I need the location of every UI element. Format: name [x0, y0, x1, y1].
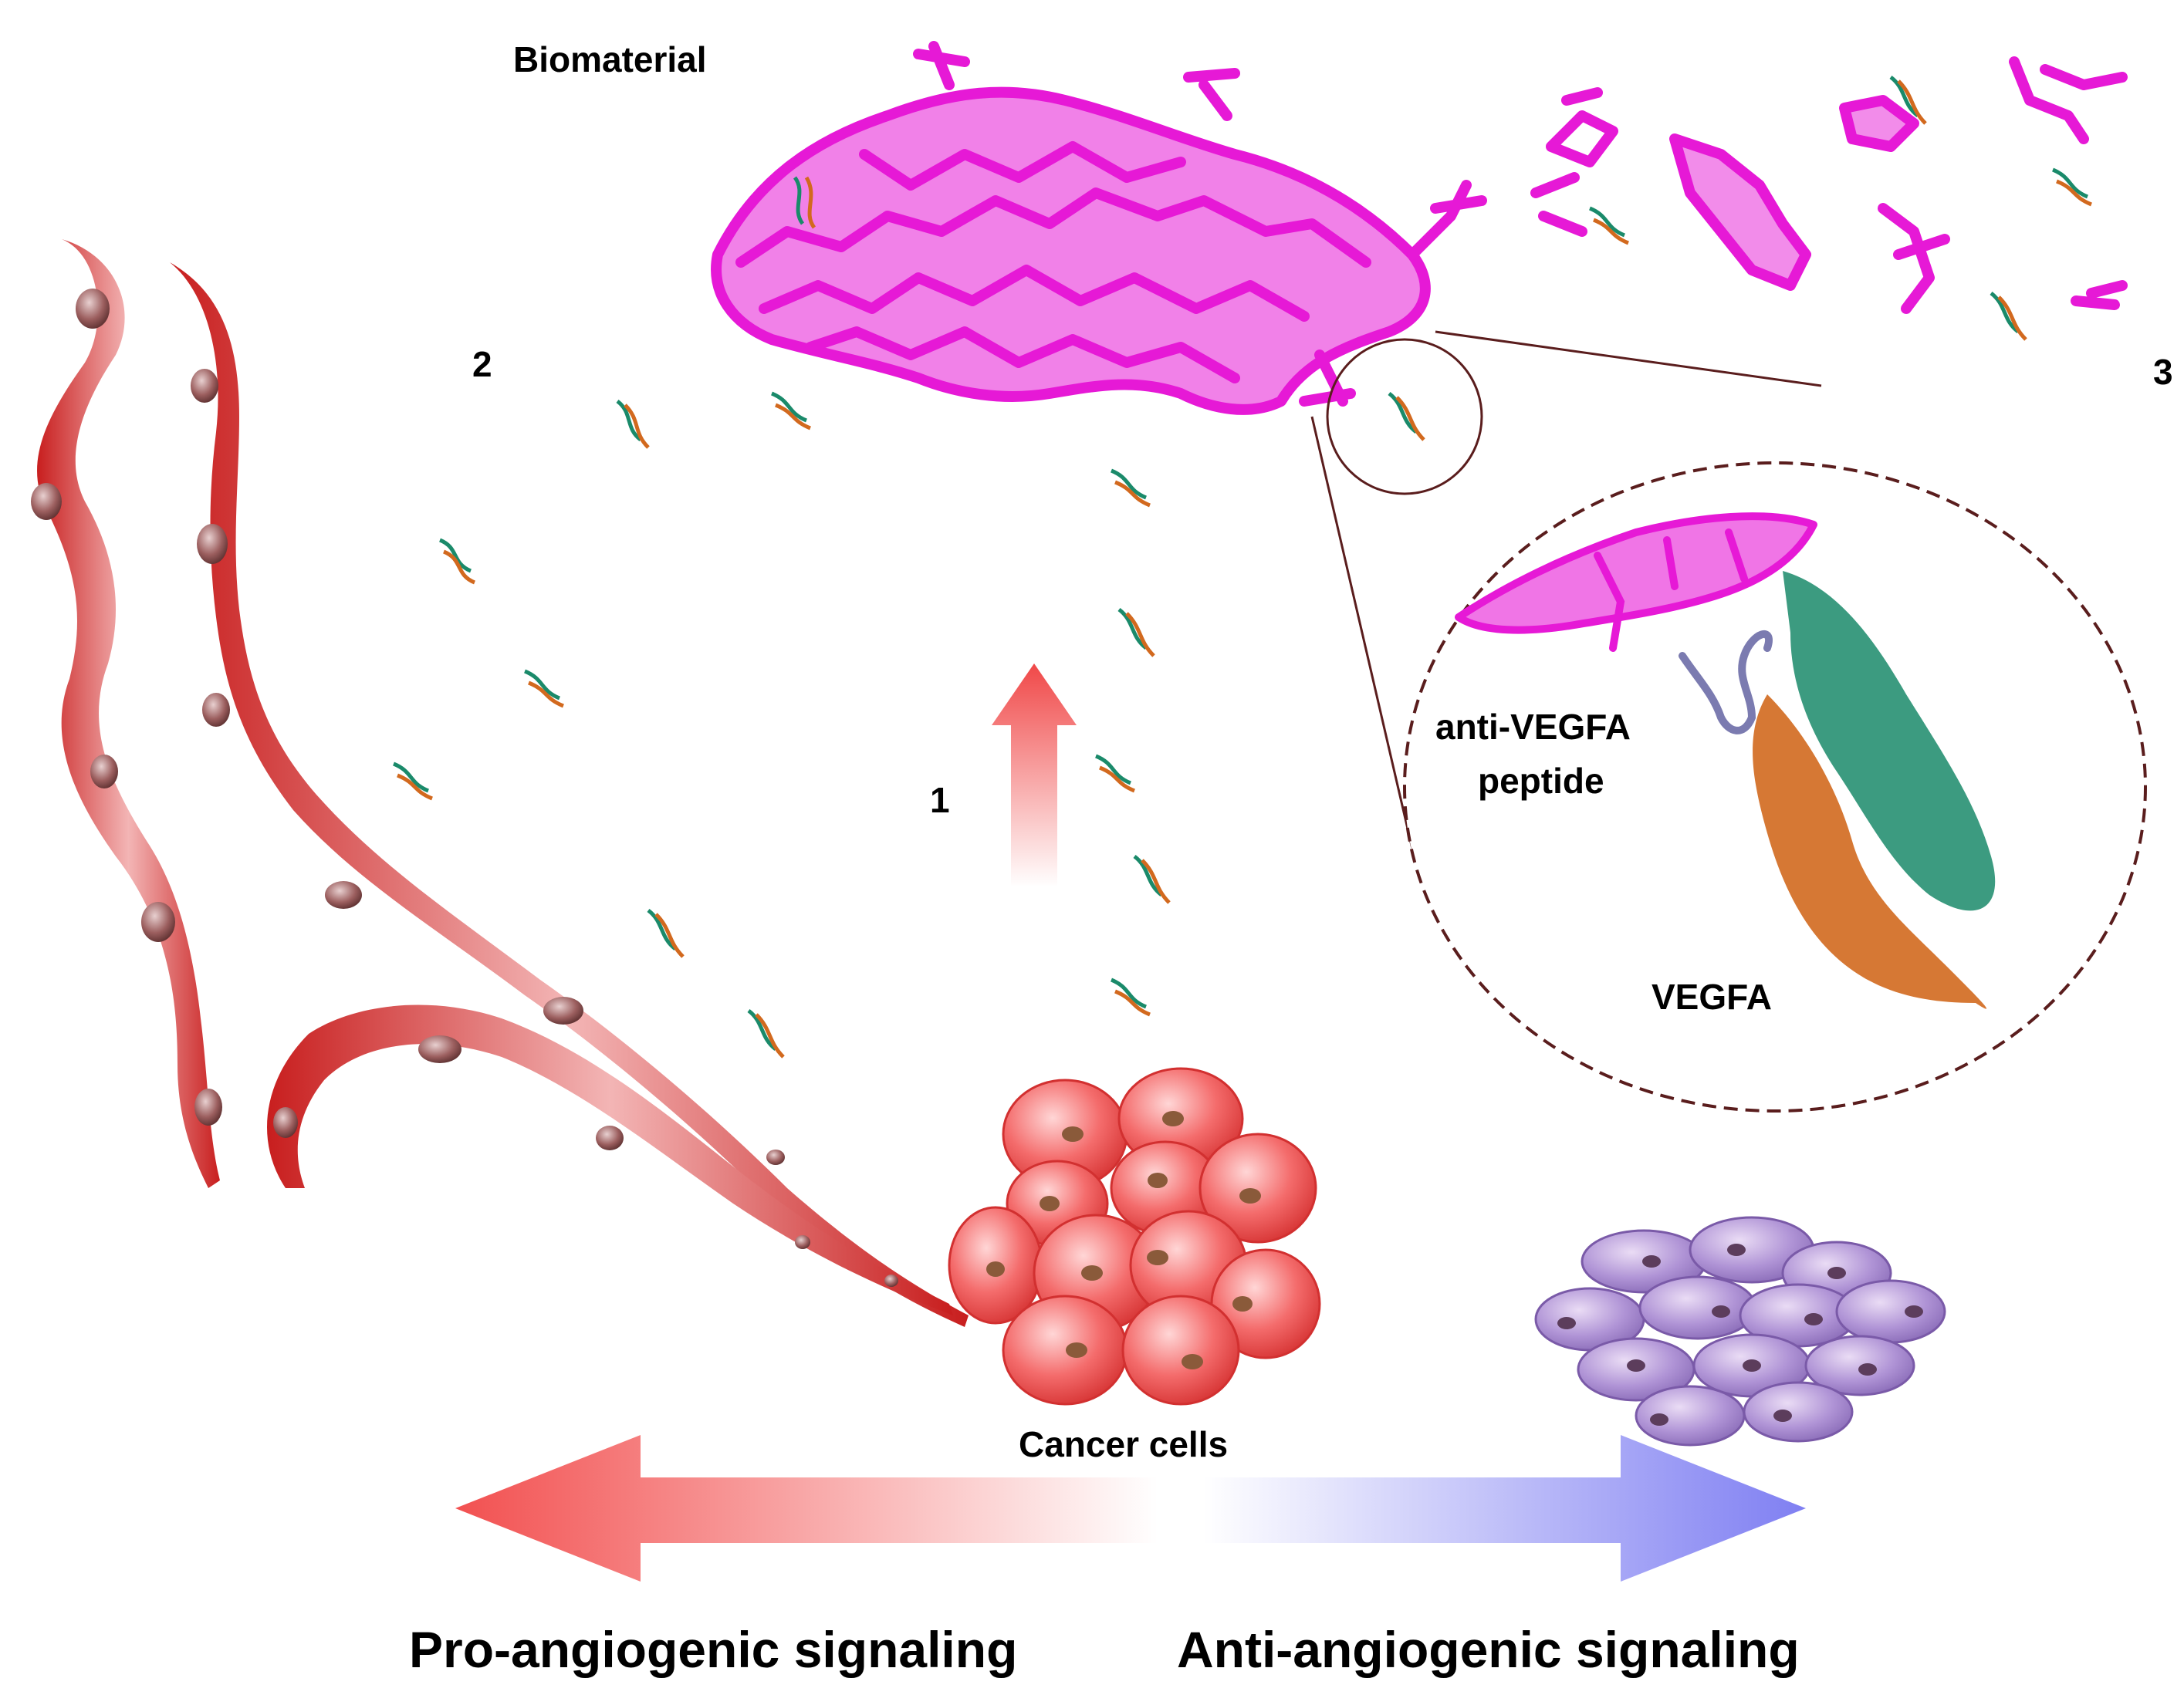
vessel-strand-3 [267, 1005, 953, 1315]
vessel-strand-1 [37, 239, 220, 1188]
biomaterial-label: Biomaterial [513, 39, 707, 79]
cancer-cell [1121, 1295, 1240, 1406]
biomaterial-fragments [1530, 56, 2128, 314]
step-2-label: 2 [472, 344, 492, 384]
vessel-nucleus [543, 997, 583, 1025]
vessel-nucleus [884, 1275, 898, 1287]
vessel-nucleus [194, 1089, 222, 1126]
peptide-label-line1: anti-VEGFA [1435, 707, 1631, 747]
biomaterial-detail [1455, 512, 1817, 634]
vessel-nucleus [191, 369, 218, 403]
vessel-nucleus [273, 1107, 298, 1138]
anti-angiogenic-arrow [1204, 1435, 1806, 1582]
step-1-label: 1 [930, 780, 950, 820]
vessel-nucleus [197, 524, 228, 564]
vegfa-label: VEGFA [1652, 977, 1772, 1017]
peptide-label-line2: peptide [1478, 761, 1604, 801]
vessel-nucleus [795, 1235, 810, 1249]
anti-angiogenic-label: Anti-angiogenic signaling [1177, 1621, 1800, 1678]
zoom-line-lower [1310, 416, 1414, 849]
vegfa-molecules-scattered [392, 76, 2092, 1059]
vessel-nucleus [596, 1126, 624, 1150]
normalized-cells-cluster [1534, 1216, 1946, 1447]
vessel-nucleus [766, 1150, 785, 1165]
peptide-ribbon [1679, 630, 1773, 734]
vegfa-chain-a [1753, 694, 1987, 1009]
cancer-cell [1002, 1295, 1128, 1406]
biomaterial-mass [711, 41, 1487, 415]
cancer-cell [1198, 1133, 1317, 1244]
vessel-nucleus [418, 1035, 461, 1063]
zoom-line-upper [1435, 330, 1822, 387]
vessel-nucleus [325, 881, 362, 909]
vessel-nucleus [90, 755, 118, 788]
pro-angiogenic-label: Pro-angiogenic signaling [409, 1621, 1018, 1678]
cancer-cells-label: Cancer cells [1019, 1424, 1229, 1464]
vessel-nucleus [76, 289, 110, 329]
zoom-detail-contents [1455, 512, 1996, 1009]
zoom-source-circle [1326, 338, 1483, 495]
vessel-nucleus [31, 483, 62, 520]
pro-angiogenic-arrow [455, 1435, 1158, 1582]
blood-vessel-cells [31, 239, 969, 1327]
step-3-label: 3 [2153, 352, 2173, 392]
release-arrow-up [992, 663, 1077, 887]
vessel-nucleus [202, 693, 230, 727]
vessel-nucleus [141, 902, 175, 942]
cancer-cells-cluster [948, 1067, 1321, 1406]
vegfa-chain-b [1783, 571, 1996, 911]
